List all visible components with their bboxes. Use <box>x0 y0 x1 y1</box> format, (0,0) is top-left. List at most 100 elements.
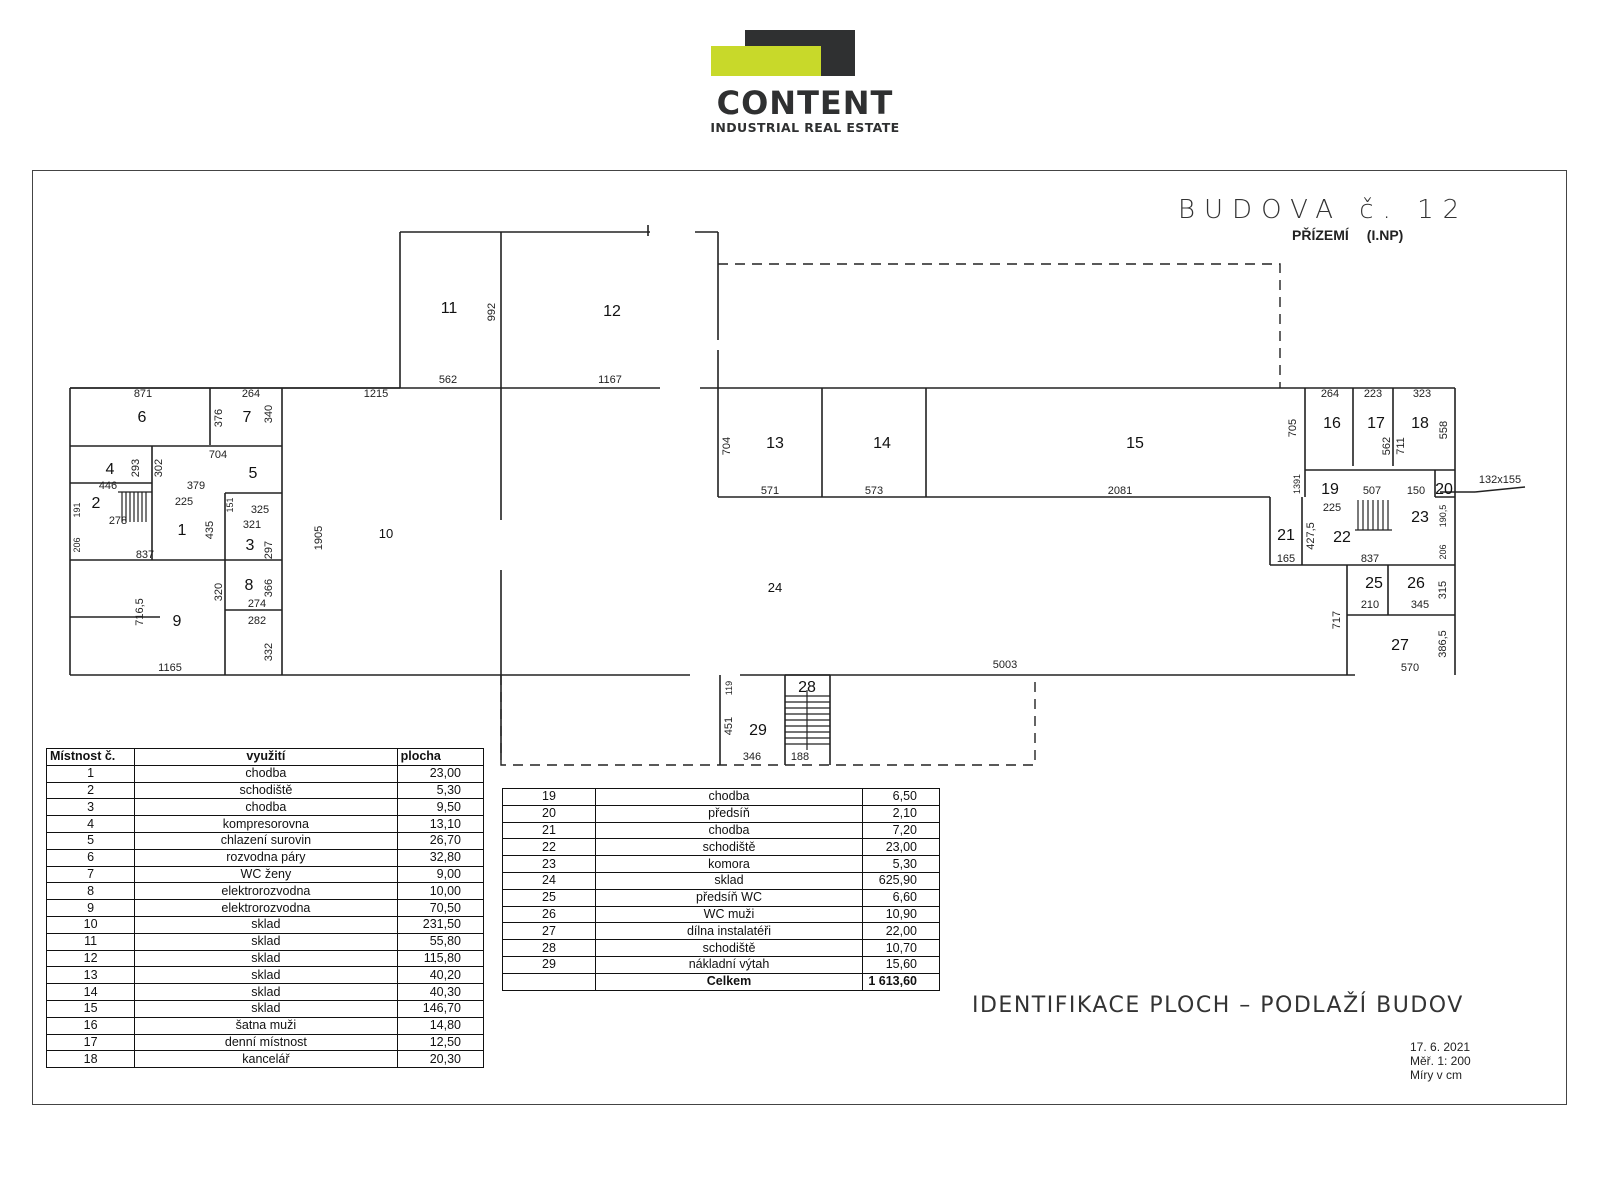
dim-837-a: 837 <box>136 549 154 561</box>
dim-1905: 1905 <box>313 526 325 550</box>
dim-871: 871 <box>134 388 152 400</box>
room-use: WC ženy <box>134 865 398 884</box>
room-use: komora <box>595 855 863 873</box>
dim-345: 345 <box>1411 599 1429 611</box>
dim-1167: 1167 <box>598 374 622 386</box>
room-label-27: 27 <box>1391 637 1409 654</box>
room-number: 18 <box>45 1050 136 1069</box>
room-area: 23,00 <box>396 764 485 783</box>
floor-code: (I.NP) <box>1366 227 1404 243</box>
dim-366: 366 <box>263 579 275 597</box>
room-label-23: 23 <box>1411 509 1429 526</box>
dim-282: 282 <box>248 615 266 627</box>
dim-346: 346 <box>743 751 761 763</box>
dim-558: 558 <box>1438 421 1450 439</box>
room-area: 15,60 <box>862 955 940 974</box>
header-area: plocha <box>396 748 485 766</box>
room-use: sklad <box>134 966 398 985</box>
dim-1215: 1215 <box>364 388 388 400</box>
dim-302: 302 <box>153 459 165 477</box>
room-label-9: 9 <box>173 613 182 630</box>
room-area: 231,50 <box>396 915 485 934</box>
stairs-room-2 <box>118 491 152 522</box>
room-area: 20,30 <box>396 1050 485 1069</box>
room-number: 11 <box>45 932 136 951</box>
drawing-date: 17. 6. 2021 <box>1410 1040 1471 1054</box>
room-use: kompresorovna <box>134 815 398 833</box>
room-number: 7 <box>45 865 136 884</box>
room-use: elektrorozvodna <box>134 882 398 901</box>
room-label-10: 10 <box>379 526 393 541</box>
stairs-room-28 <box>785 690 830 750</box>
room-area: 10,90 <box>862 905 940 924</box>
room-number: 20 <box>502 804 596 823</box>
room-number: 2 <box>45 781 136 800</box>
room-label-13: 13 <box>766 435 784 452</box>
content-logo: CONTENT INDUSTRIAL REAL ESTATE <box>695 28 915 138</box>
room-area: 26,70 <box>396 831 485 850</box>
dim-132x155: 132x155 <box>1479 474 1521 486</box>
dim-264: 264 <box>242 388 260 400</box>
room-label-16: 16 <box>1323 415 1341 432</box>
dim-435: 435 <box>204 521 216 539</box>
room-number: 12 <box>45 949 136 968</box>
dim-315: 315 <box>1437 581 1449 599</box>
room-area: 10,70 <box>862 939 940 957</box>
dim-297: 297 <box>263 541 275 559</box>
room-label-1: 1 <box>178 522 187 539</box>
room-label-15: 15 <box>1126 435 1144 452</box>
dim-704-b: 704 <box>721 437 733 455</box>
room-number: 14 <box>45 983 136 1001</box>
room-use: sklad <box>134 949 398 968</box>
dim-1165: 1165 <box>158 662 182 674</box>
room-label-26: 26 <box>1407 575 1425 592</box>
room-use: šatna muži <box>134 1016 398 1035</box>
room-area: 70,50 <box>396 899 485 917</box>
building-title: BUDOVA č. 12 <box>1178 195 1469 225</box>
room-label-22: 22 <box>1333 529 1351 546</box>
leader-line-2 <box>1474 486 1526 493</box>
header-room: Místnost č. <box>45 748 136 766</box>
dim-165: 165 <box>1277 553 1295 565</box>
logo-accent-block <box>711 46 821 76</box>
room-use: sklad <box>134 915 398 934</box>
dim-188: 188 <box>791 751 809 763</box>
dim-119: 119 <box>724 681 734 695</box>
room-number: 28 <box>502 939 596 957</box>
room-label-5: 5 <box>249 465 258 482</box>
dim-5003: 5003 <box>993 659 1017 671</box>
room-label-14: 14 <box>873 435 891 452</box>
room-number: 15 <box>45 999 136 1018</box>
dim-562: 562 <box>439 374 457 386</box>
floor-name: PŘÍZEMÍ <box>1292 227 1349 243</box>
room-label-17: 17 <box>1367 415 1385 432</box>
room-area: 6,50 <box>862 788 940 806</box>
room-label-11: 11 <box>441 300 458 317</box>
dim-225-a: 225 <box>175 496 193 508</box>
dim-320: 320 <box>213 583 225 601</box>
room-area: 13,10 <box>396 815 485 833</box>
dim-837-b: 837 <box>1361 553 1379 565</box>
room-label-12: 12 <box>603 303 621 320</box>
dim-278: 278 <box>109 515 127 527</box>
dim-323: 323 <box>1413 388 1431 400</box>
room-label-21: 21 <box>1277 527 1295 544</box>
